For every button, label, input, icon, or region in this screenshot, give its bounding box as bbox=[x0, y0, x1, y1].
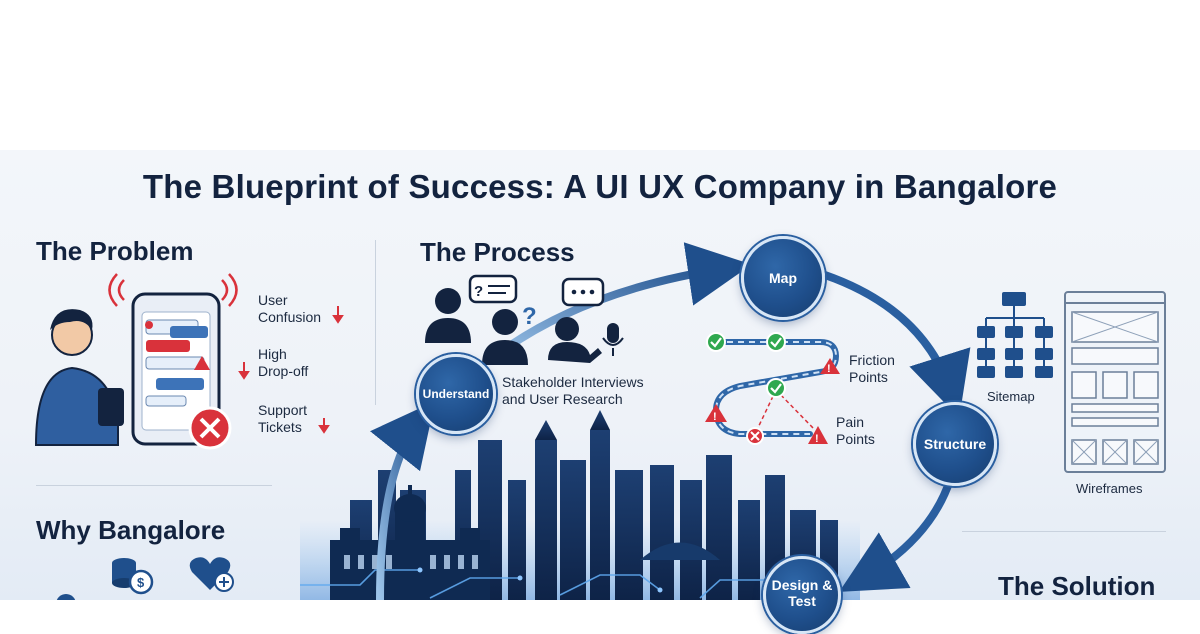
down-arrow-icons bbox=[238, 306, 344, 434]
why-bangalore-heading: Why Bangalore bbox=[36, 515, 226, 545]
stage-understand: Understand bbox=[416, 354, 496, 434]
bangalore-skyline-illustration bbox=[300, 410, 863, 600]
wireframes-label: Wireframes bbox=[1076, 481, 1143, 496]
pain-points-label: Pain Points bbox=[836, 414, 875, 448]
heart-plus-icon bbox=[189, 557, 234, 592]
problem-item-label-line1: High bbox=[258, 346, 287, 362]
problem-item-label-line2: Drop-off bbox=[258, 363, 309, 379]
warning-icon: ! ! ! bbox=[705, 358, 840, 445]
section-divider bbox=[962, 531, 1166, 532]
coins-icon: $ bbox=[112, 558, 154, 595]
section-divider bbox=[375, 240, 376, 405]
svg-text:$: $ bbox=[137, 575, 145, 590]
check-icon bbox=[706, 332, 786, 398]
stage-structure: Structure bbox=[913, 402, 997, 486]
problem-heading: The Problem bbox=[36, 236, 194, 266]
sitemap-label: Sitemap bbox=[987, 389, 1035, 404]
stage-map: Map bbox=[741, 236, 825, 320]
svg-text:!: ! bbox=[827, 363, 831, 375]
why-bangalore-icons: $ bbox=[56, 557, 234, 600]
wireframe-mockup-icon bbox=[1064, 291, 1166, 473]
stakeholder-research-label: Stakeholder Interviews and User Research bbox=[502, 374, 644, 408]
user-journey-path: ! ! ! bbox=[705, 332, 840, 445]
problem-item-label-line2: Tickets bbox=[258, 419, 302, 435]
pain-line-2: Points bbox=[836, 431, 875, 447]
solution-heading: The Solution bbox=[998, 571, 1156, 601]
friction-points-label: Friction Points bbox=[849, 352, 895, 386]
friction-line-2: Points bbox=[849, 369, 888, 385]
problem-item-label-line1: User bbox=[258, 292, 288, 308]
stakeholder-research-illustration: ? ? bbox=[425, 274, 624, 365]
page-title: The Blueprint of Success: A UI UX Compan… bbox=[142, 168, 1058, 205]
frustrated-user-phone-illustration bbox=[34, 273, 238, 450]
sitemap-diagram-icon bbox=[977, 292, 1053, 378]
section-divider bbox=[36, 485, 272, 486]
problem-item-label-line1: Support bbox=[258, 402, 308, 418]
problem-item-user-confusion: User Confusion bbox=[258, 292, 321, 326]
svg-text:?: ? bbox=[522, 303, 537, 330]
stakeholder-line-2: and User Research bbox=[502, 391, 623, 407]
pain-line-1: Pain bbox=[836, 414, 865, 430]
friction-line-1: Friction bbox=[849, 352, 895, 368]
problem-item-support-tickets: Support Tickets bbox=[258, 402, 307, 436]
svg-text:!: ! bbox=[713, 411, 717, 423]
x-error-icon bbox=[746, 427, 764, 445]
problem-item-high-dropoff: High Drop-off bbox=[258, 346, 308, 380]
stakeholder-line-1: Stakeholder Interviews bbox=[502, 374, 644, 390]
process-heading: The Process bbox=[420, 237, 575, 267]
problem-item-label-line2: Confusion bbox=[258, 309, 322, 325]
svg-text:!: ! bbox=[815, 433, 819, 445]
svg-text:?: ? bbox=[474, 283, 483, 300]
